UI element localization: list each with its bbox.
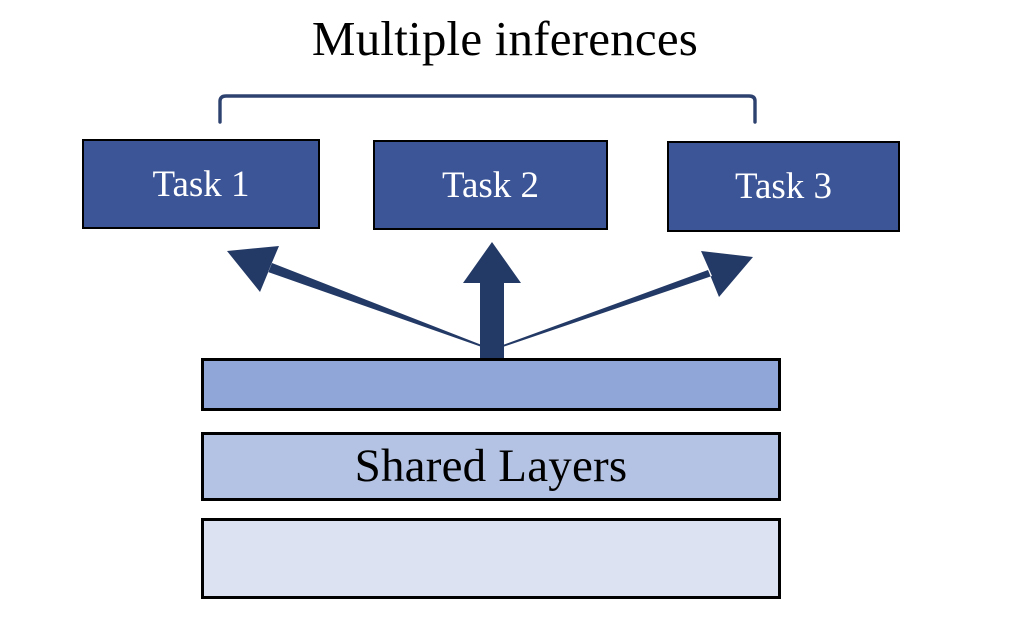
shared-layer-bar-2[interactable]: Shared Layers xyxy=(201,432,781,501)
task-box-2[interactable]: Task 2 xyxy=(373,140,608,230)
arrow-to-task-3-icon xyxy=(488,251,753,360)
task-box-3[interactable]: Task 3 xyxy=(667,141,900,232)
task-box-1-label: Task 1 xyxy=(152,163,250,205)
shared-layer-bar-3[interactable] xyxy=(201,518,781,599)
task-box-2-label: Task 2 xyxy=(441,164,540,206)
page-title: Multiple inferences xyxy=(311,11,699,66)
shared-layer-bar-1[interactable] xyxy=(201,358,781,411)
arrow-to-task-1-icon xyxy=(227,246,496,360)
shared-layers-label: Shared Layers xyxy=(354,440,628,492)
task-box-1[interactable]: Task 1 xyxy=(82,139,320,229)
multiple-inferences-bracket-icon xyxy=(218,94,757,124)
task-arrows-group xyxy=(227,242,753,360)
arrow-to-task-2-icon xyxy=(463,242,521,360)
task-box-3-label: Task 3 xyxy=(734,166,833,207)
